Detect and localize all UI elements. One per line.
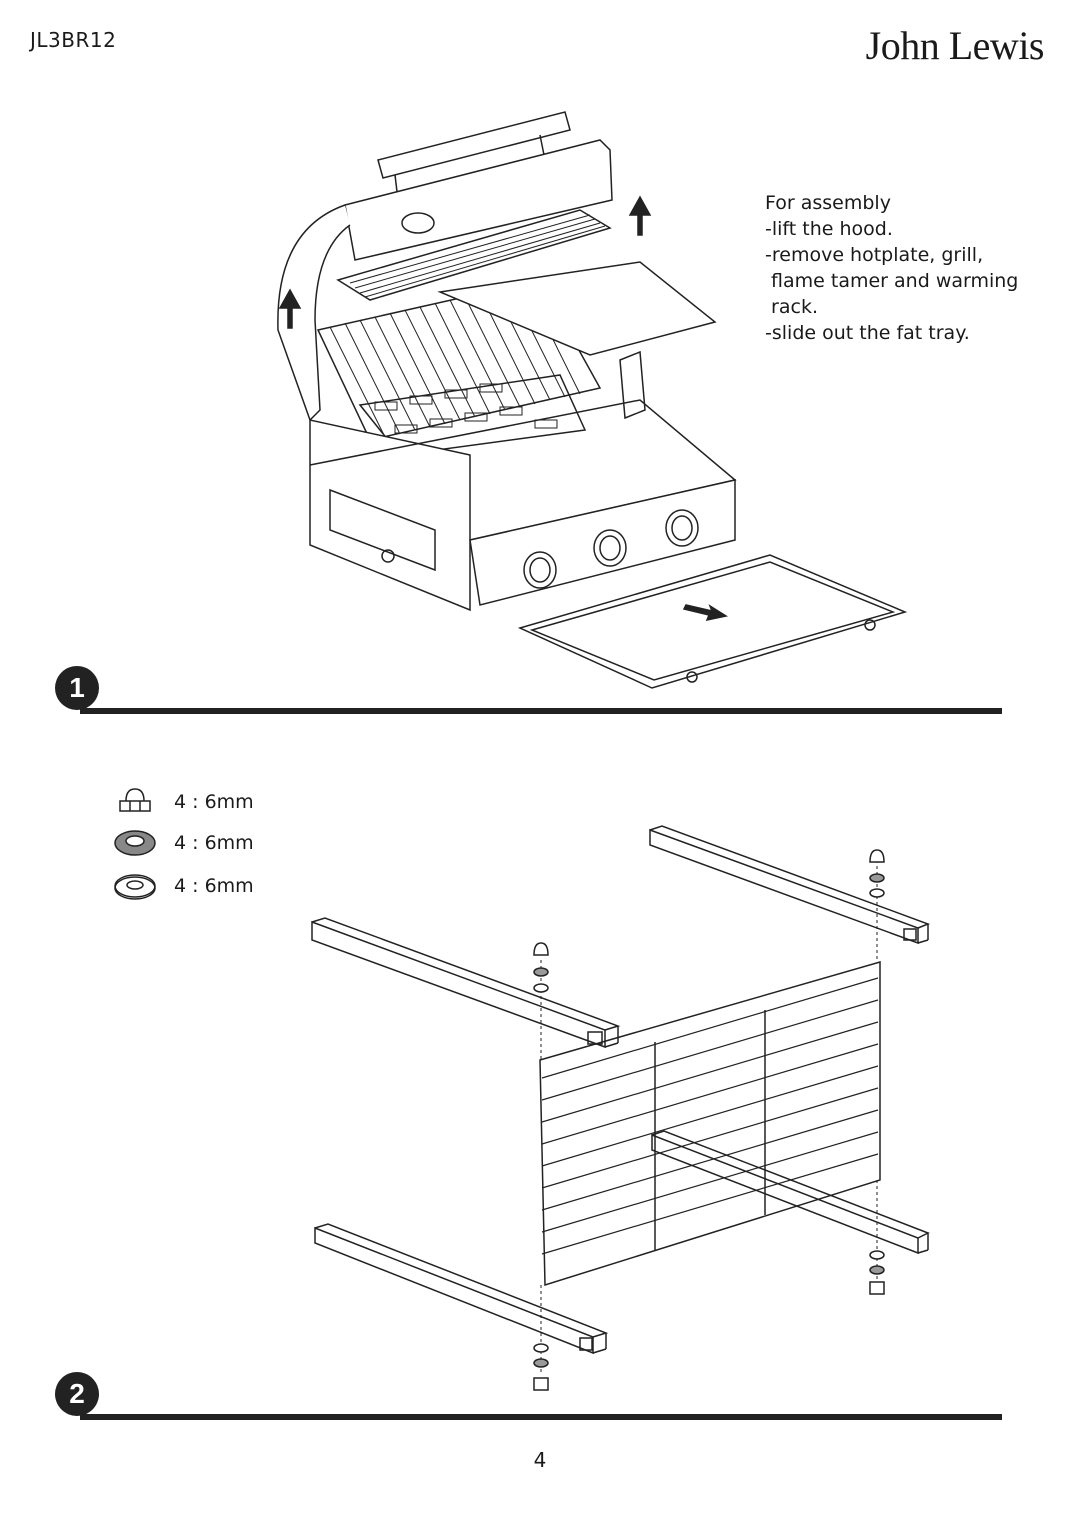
flat-washer-icon xyxy=(114,874,156,900)
instruction-line: -remove hotplate, grill, xyxy=(765,244,984,266)
fastener-label: 4 : 6mm xyxy=(174,832,254,854)
step-2-divider xyxy=(80,1414,1002,1420)
step-2-marker: 2 xyxy=(55,1372,105,1422)
step-number: 1 xyxy=(55,666,99,710)
fastener-label: 4 : 6mm xyxy=(174,791,254,813)
step-1-marker: 1 xyxy=(55,666,105,716)
instruction-line: For assembly xyxy=(765,192,891,214)
instruction-line: rack. xyxy=(765,296,818,318)
grill-assembly-illustration xyxy=(277,111,908,689)
step1-instructions: For assembly -lift the hood. -remove hot… xyxy=(765,190,1018,346)
cap-nut-icon xyxy=(119,788,151,812)
spring-washer-icon xyxy=(114,830,156,856)
instruction-line: -lift the hood. xyxy=(765,218,893,240)
step-1-divider xyxy=(80,708,1002,714)
fastener-cap-nut: 4 : 6mm xyxy=(112,785,254,819)
instruction-line: flame tamer and warming xyxy=(765,270,1019,292)
fastener-label: 4 : 6mm xyxy=(174,875,254,897)
page-number: 4 xyxy=(533,1448,547,1472)
step-number: 2 xyxy=(55,1372,99,1416)
brand-logo: John Lewis xyxy=(865,23,1045,68)
instruction-line: -slide out the fat tray. xyxy=(765,322,970,344)
fastener-spring-washer: 4 : 6mm xyxy=(112,826,254,860)
model-code: JL3BR12 xyxy=(30,28,117,52)
fastener-flat-washer: 4 : 6mm xyxy=(112,869,254,903)
